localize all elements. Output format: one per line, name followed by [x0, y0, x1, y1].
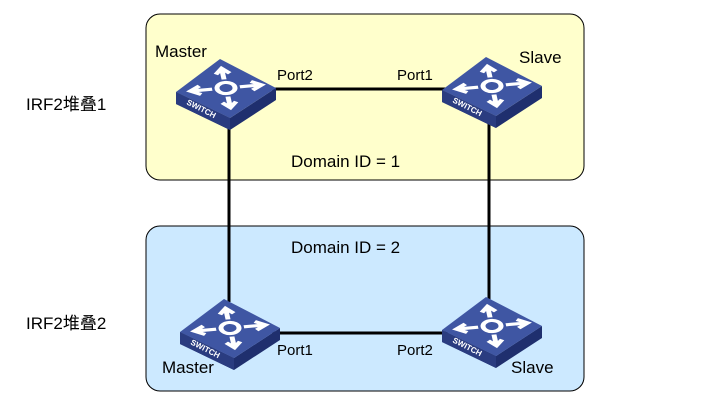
stack2-slave-label: Slave	[511, 358, 554, 377]
stack1-box	[145, 13, 585, 181]
stack2-domain-id: Domain ID = 2	[291, 238, 400, 257]
stack1-master-port: Port2	[277, 67, 313, 84]
stack1-slave-label: Slave	[519, 48, 562, 67]
stack1-slave-port: Port1	[397, 67, 433, 84]
links	[227, 87, 491, 335]
stack2-slave-port: Port2	[397, 342, 433, 359]
stack1-domain-id: Domain ID = 1	[291, 152, 400, 171]
stack2-name: IRF2堆叠2	[26, 314, 106, 333]
stack1-master-label: Master	[155, 42, 207, 61]
stack2-master-label: Master	[162, 358, 214, 377]
stack1-name: IRF2堆叠1	[26, 95, 106, 114]
stack2-master-port: Port1	[277, 342, 313, 359]
